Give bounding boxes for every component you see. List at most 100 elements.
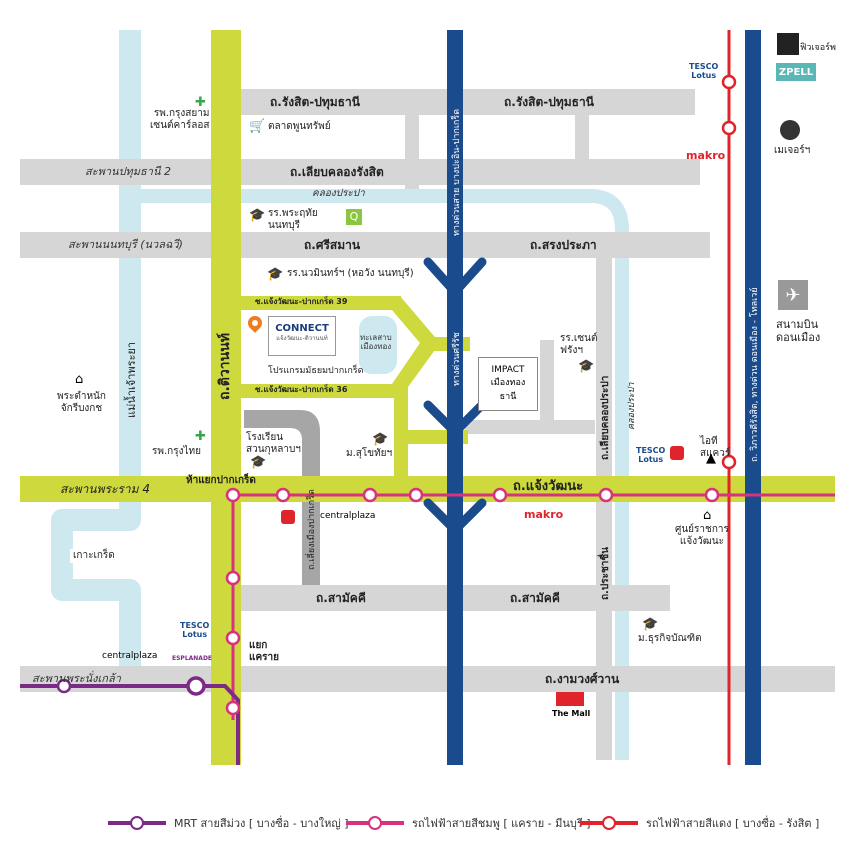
place-dhurakij: ม.ธุรกิจบัณฑิต <box>638 633 702 644</box>
connect-sub: แจ้งวัฒนะ-ติวานนท์ <box>276 335 328 342</box>
place-govt-center: ศูนย์ราชการ แจ้งวัฒนะ <box>675 524 729 547</box>
brand-makro-top: makro <box>686 149 726 162</box>
expressway-ramp-top-right <box>450 257 487 297</box>
place-major: เมเจอร์ฯ <box>774 145 811 156</box>
label-ngamwongwan: ถ.งามวงศ์วาน <box>545 672 620 686</box>
brand-tesco-top: TESCO Lotus <box>689 62 719 80</box>
khlong-prapa-canal <box>140 189 629 760</box>
cart-icon: 🛒 <box>249 119 266 134</box>
expressway-sri-rat <box>447 30 463 765</box>
label-sri-saman: ถ.ศรีสมาน <box>304 238 361 252</box>
place-sukhothai: ม.สุโขทัยฯ <box>346 448 393 459</box>
place-donmuang: สนามบิน ดอนเมือง <box>776 318 821 345</box>
station-pink-9 <box>225 630 241 646</box>
school-icon: 🎓 <box>249 208 266 223</box>
station-pink-2 <box>275 487 291 503</box>
place-future-park: ฟิวเจอร์พ <box>800 43 836 53</box>
station-red-3 <box>721 454 737 470</box>
label-prachachuen: ถ.ประชาชื่น <box>600 547 611 600</box>
legend-red-label: รถไฟฟ้าสายสีแดง [ บางซื่อ - รังสิต ] <box>646 817 820 830</box>
legend-pink: รถไฟฟ้าสายสีชมพู [ แคราย - มีนบุรี ] <box>346 810 591 836</box>
hospital-icon: ✚ <box>195 429 206 444</box>
zpell-logo: ZPELL <box>776 63 816 81</box>
place-st-francis: รร.เซนต์ ฟรังฯ <box>560 333 598 356</box>
label-soi39: ซ.แจ้งวัฒนะ-ปากเกร็ด 39 <box>255 297 348 306</box>
bigc-icon <box>281 510 295 524</box>
label-bridge-pathum2: สะพานปทุมธานี 2 <box>85 165 171 178</box>
label-vibhavadi: ถ. วิภาวดีรังสิต, ทางด่วน ดอนเมือง - โทล… <box>750 287 760 462</box>
brand-makro-mid: makro <box>524 508 564 521</box>
road-sri-saman <box>20 232 710 258</box>
label-pakkret-intersection: ห้าแยกปากเกร็ด <box>186 475 256 486</box>
brand-central-left: centralplaza <box>102 651 158 661</box>
label-expressway-top: ทางด่วนสาย บางปะอิน-ปากเกร็ด <box>452 108 462 236</box>
road-rangsit-left-spur <box>405 89 419 189</box>
connect-project-box[interactable]: CONNECT แจ้งวัฒนะ-ติวานนท์ <box>268 316 336 356</box>
station-pink-3 <box>362 487 378 503</box>
station-pink-6 <box>598 487 614 503</box>
place-nawamin: รร.นวมินทร์ฯ (หอวัง นนทบุรี) <box>287 268 414 279</box>
road-prachachuen <box>596 500 612 760</box>
stations <box>56 74 737 716</box>
road-sainoi <box>540 340 554 430</box>
brand-esplanade: ESPLANADE <box>172 655 213 662</box>
school-icon: 🎓 <box>267 267 284 282</box>
expressway <box>423 30 487 765</box>
legend-purple-swatch <box>108 816 166 830</box>
road-impact-link <box>465 420 595 434</box>
label-rangsit-pathum-right: ถ.รังสิต-ปทุมธานี <box>504 95 594 109</box>
label-liap-khlong: ถ.เลียบคลองรังสิต <box>290 165 384 179</box>
station-pink-4 <box>408 487 424 503</box>
station-pink-8 <box>225 570 241 586</box>
vibhavadi-road <box>745 30 761 765</box>
label-khae-rai: แยก แคราย <box>249 640 279 663</box>
muang-thong-lake <box>357 314 399 376</box>
station-pink-1 <box>225 487 241 503</box>
place-palace: พระตำหนัก จักรีบงกช <box>57 391 106 414</box>
purple-line <box>20 684 240 765</box>
place-suanthong: โรงเรียน สวนกุหลาบฯ <box>246 432 301 455</box>
station-purple-1 <box>56 678 72 694</box>
label-tiwanon: ถ.ติวานนท์ <box>217 333 233 400</box>
station-pink-7 <box>704 487 720 503</box>
expressway-ramp-mid-right <box>450 400 487 437</box>
place-kungsiam: รพ.กรุงสยาม เซนต์คาร์ลอส <box>150 108 210 131</box>
station-red-2 <box>721 120 737 136</box>
place-phunsap: ตลาดพูนทรัพย์ <box>268 121 331 132</box>
building-icon: ▲ <box>706 451 716 466</box>
future-park-icon <box>777 33 799 55</box>
label-bridge-nangklao: สะพานพระนั่งเกล้า <box>32 672 121 685</box>
road-chaengwattana <box>20 476 835 502</box>
station-purple-2 <box>186 676 206 696</box>
label-khlong-prapa-v: คลองประปา <box>627 382 637 430</box>
purple-line-track <box>20 684 240 765</box>
impact-box: IMPACT เมืองทอง ธานี <box>478 357 538 411</box>
place-pakkret-school: โปรแกรมมัธยมปากเกร็ด <box>268 366 364 376</box>
label-chaengwattana: ถ.แจ้งวัฒนะ <box>513 479 584 494</box>
legend-pink-swatch <box>346 816 404 830</box>
road-lake-loop <box>345 296 440 398</box>
school-icon: 🎓 <box>250 455 267 470</box>
main-roads <box>20 30 835 765</box>
legend-red: รถไฟฟ้าสายสีแดง [ บางซื่อ - รังสิต ] <box>580 810 819 836</box>
road-rangsit-right-v <box>575 89 589 179</box>
legend-purple-label: MRT สายสีม่วง [ บางซื่อ - บางใหญ่ ] <box>174 817 349 830</box>
legend-pink-label: รถไฟฟ้าสายสีชมพู [ แคราย - มีนบุรี ] <box>412 817 591 830</box>
expressway-ramp-low-right <box>450 498 487 535</box>
label-khlong-prapa: คลองประปา <box>312 188 365 199</box>
canals <box>51 30 629 760</box>
the-mall-icon <box>556 692 584 706</box>
station-red-1 <box>721 74 737 90</box>
red-line <box>727 30 761 765</box>
label-soi36: ซ.แจ้งวัฒนะ-ปากเกร็ด 36 <box>255 385 348 394</box>
place-koh-kret: เกาะเกร็ด <box>70 549 118 563</box>
major-icon <box>780 120 800 140</box>
logo-icon: Q <box>346 209 362 225</box>
place-pradu: รร.พระฤทัย นนทบุรี <box>268 208 318 231</box>
expressway-ramp-top-left <box>423 257 460 297</box>
label-expressway-v: ทางด่วนศรีรัช <box>452 332 462 386</box>
lake-label: ทะเลสาบ เมืองทอง <box>360 333 392 351</box>
station-pink-10 <box>225 700 241 716</box>
station-pink-5 <box>492 487 508 503</box>
